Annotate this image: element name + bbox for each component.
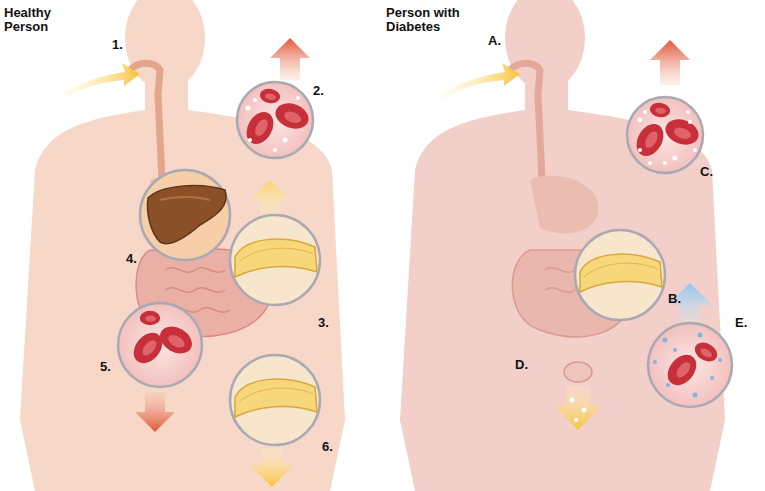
callout-number: 4. xyxy=(126,252,137,266)
callout-number: 3. xyxy=(318,316,329,330)
callout-number: 5. xyxy=(100,360,111,374)
callout-number: 2. xyxy=(313,84,324,98)
panel-title: Healthy Person xyxy=(4,6,84,35)
callout-number: C. xyxy=(700,165,713,179)
callout-number: A. xyxy=(488,34,501,48)
callout-number: D. xyxy=(515,358,528,372)
panel-title: Person with Diabetes xyxy=(386,6,466,35)
callout-number: 6. xyxy=(322,440,333,454)
callout-number: B. xyxy=(668,292,681,306)
callout-number: E. xyxy=(735,316,747,330)
callout-number: 1. xyxy=(112,38,123,52)
